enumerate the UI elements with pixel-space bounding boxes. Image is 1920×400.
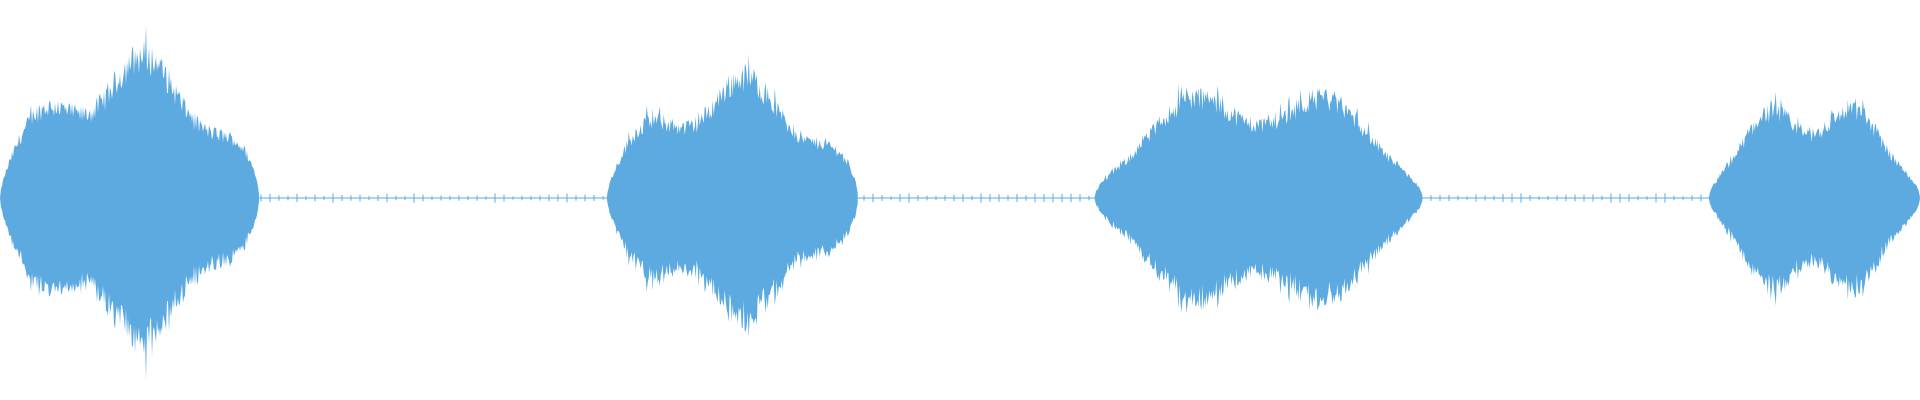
waveform-burst-4 (1708, 91, 1920, 306)
waveform-burst-2 (606, 53, 858, 338)
waveform-bursts (0, 24, 1920, 380)
waveform-burst-3 (1094, 83, 1423, 314)
waveform-burst-1 (0, 24, 259, 380)
